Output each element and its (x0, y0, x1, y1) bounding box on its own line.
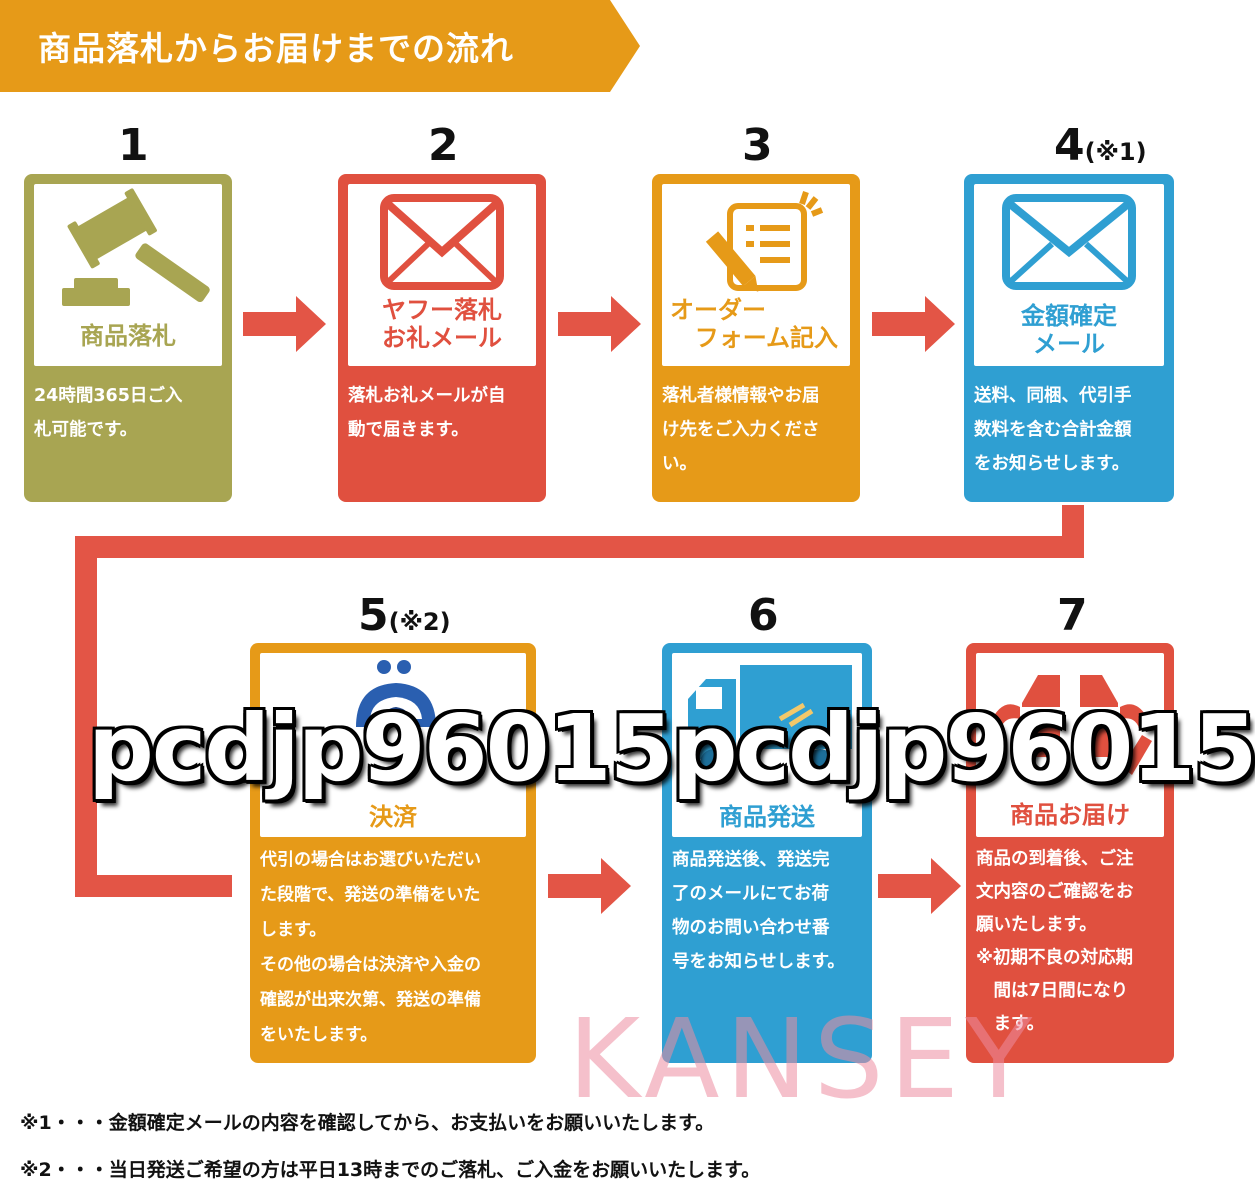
step-card-7-panel: 商品お届け (976, 653, 1164, 837)
arrow-1-2 (243, 296, 326, 352)
envelope-icon (380, 194, 504, 290)
step-card-6: 商品発送 商品発送後、発送完 了のメールにてお荷 物のお問い合わせ番 号をお知ら… (662, 643, 872, 1063)
arrow-5-6 (548, 858, 631, 914)
step-card-2: ヤフー落札 お礼メール 落札お礼メールが自 動で届きます。 (338, 174, 546, 502)
step-card-2-panel: ヤフー落札 お礼メール (348, 184, 536, 366)
envelope-icon (1002, 194, 1136, 290)
step-card-3-label: オーダー フォーム記入 (670, 296, 838, 352)
step-card-2-desc: 落札お礼メールが自 動で届きます。 (348, 386, 506, 440)
step-card-4-desc: 送料、同梱、代引手 数料を含む合計金額 をお知らせします。 (974, 386, 1132, 474)
truck-icon (688, 665, 852, 777)
step-card-4: 金額確定 メール 送料、同梱、代引手 数料を含む合計金額 をお知らせします。 (964, 174, 1174, 502)
step-card-4-label: 金額確定 メール (1021, 302, 1117, 358)
step-card-1: 商品落札 24時間365日ご入 札可能です。 (24, 174, 232, 502)
step-card-4-panel: 金額確定 メール (974, 184, 1164, 366)
step-card-6-label: 商品発送 (719, 803, 815, 831)
step-card-1-desc: 24時間365日ご入 札可能です。 (34, 386, 183, 440)
step-number-3: 3 (742, 120, 773, 171)
step-note-5: (※2) (388, 608, 451, 636)
step-number-1: 1 (118, 120, 149, 171)
step-number-2: 2 (428, 120, 459, 171)
title-banner (0, 0, 640, 92)
step-card-7-desc: 商品の到着後、ご注 文内容のご確認をお 願いたします。 ※初期不良の対応期 間は… (976, 849, 1134, 1034)
gavel-icon (62, 188, 210, 306)
step-note-4: (※1) (1084, 138, 1147, 166)
package-hands-icon (990, 675, 1152, 775)
brand-watermark: KANSEY (568, 995, 1039, 1123)
flow-arrows (75, 296, 1084, 914)
connector-4-5 (75, 505, 1084, 897)
step-number-6: 6 (748, 590, 779, 641)
step-card-5-panel: 決済 (260, 653, 526, 837)
step-card-1-panel: 商品落札 (34, 184, 222, 366)
arrow-6-7 (878, 858, 961, 914)
step-card-7-label: 商品お届け (1010, 801, 1130, 829)
step-card-3-panel: オーダー フォーム記入 (662, 184, 850, 366)
step-number-5: 5(※2) (358, 590, 451, 641)
form-pencil-icon (705, 191, 824, 292)
step-card-7: 商品お届け 商品の到着後、ご注 文内容のご確認をお 願いたします。 ※初期不良の… (966, 643, 1174, 1063)
step-card-2-label: ヤフー落札 お礼メール (382, 296, 502, 352)
step-card-6-panel: 商品発送 (672, 653, 862, 837)
step-card-5: 決済 代引の場合はお選びいただい た段階で、発送の準備をいた します。 その他の… (250, 643, 536, 1063)
step-card-6-desc: 商品発送後、発送完 了のメールにてお荷 物のお問い合わせ番 号をお知らせします。 (672, 850, 845, 972)
step-card-3: オーダー フォーム記入 落札者様情報やお届 け先をご入力くださ い。 (652, 174, 860, 502)
page-title: 商品落札からお届けまでの流れ (38, 29, 514, 68)
step-number-7: 7 (1057, 590, 1088, 641)
step-card-1-label: 商品落札 (80, 322, 176, 350)
arrow-3-4 (872, 296, 955, 352)
step-number-4: 4(※1) (1054, 120, 1147, 171)
footnote-1: ※1・・・金額確定メールの内容を確認してから、お支払いをお願いいたします。 (20, 1112, 715, 1134)
step-card-5-label: 決済 (369, 803, 417, 831)
wallet-icon (356, 660, 436, 727)
arrow-2-3 (558, 296, 641, 352)
footnote-2: ※2・・・当日発送ご希望の方は平日13時までのご落札、ご入金をお願いいたします。 (20, 1159, 761, 1181)
step-card-5-desc: 代引の場合はお選びいただい た段階で、発送の準備をいた します。 その他の場合は… (260, 850, 481, 1045)
seller-watermark: pcdjp96015pcdjp96015 (88, 695, 1255, 802)
step-card-3-desc: 落札者様情報やお届 け先をご入力くださ い。 (662, 386, 820, 474)
